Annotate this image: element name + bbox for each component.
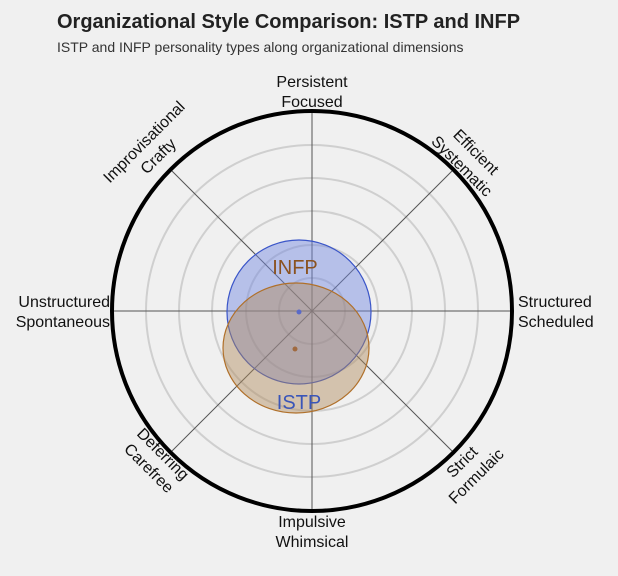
axis-label-top: Persistent Focused <box>276 74 348 111</box>
axis-label-top-left: Improvisational Crafty <box>101 99 189 187</box>
svg-text:Persistent: Persistent <box>276 74 348 91</box>
infp-center-dot <box>296 309 302 315</box>
axis-label-bottom-right: Strict Formulaic <box>444 443 508 507</box>
svg-text:Structured: Structured <box>518 294 592 311</box>
axis-label-bottom-left: Deferring Carefree <box>120 425 191 497</box>
axis-label-right: Structured Scheduled <box>518 294 594 331</box>
svg-text:Unstructured: Unstructured <box>18 294 110 311</box>
svg-text:Whimsical: Whimsical <box>276 534 349 551</box>
svg-text:Impulsive: Impulsive <box>278 514 346 531</box>
axis-lines <box>112 111 512 511</box>
svg-text:Scheduled: Scheduled <box>518 314 594 331</box>
svg-text:Spontaneous: Spontaneous <box>16 314 110 331</box>
infp-label: INFP <box>272 257 318 279</box>
outer-ring <box>110 109 514 513</box>
istp-label: ISTP <box>277 392 321 414</box>
chart-title: Organizational Style Comparison: ISTP an… <box>57 11 521 33</box>
axis-label-bottom: Impulsive Whimsical <box>276 514 349 551</box>
chart-subtitle: ISTP and INFP personality types along or… <box>57 39 464 55</box>
istp-center-dot <box>292 346 298 352</box>
axis-label-left: Unstructured Spontaneous <box>16 294 110 331</box>
svg-text:Focused: Focused <box>281 94 342 111</box>
